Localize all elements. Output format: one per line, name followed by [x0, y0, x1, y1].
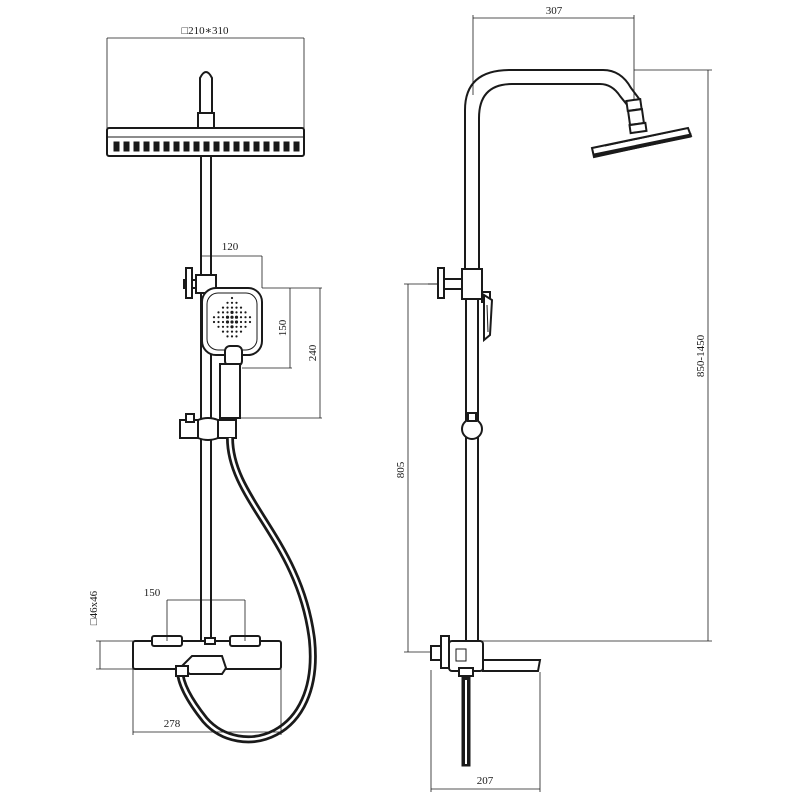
spray-nozzle — [230, 330, 234, 333]
front-view: □210∗310 — [88, 25, 322, 744]
valve-spacing-dimension: 150 — [144, 587, 246, 641]
spray-nozzle — [235, 335, 238, 338]
spray-nozzle — [221, 306, 225, 309]
riser-bar-side — [465, 298, 479, 642]
spray-nozzle — [221, 330, 225, 333]
bar-section-dimension: □46x46 — [88, 590, 133, 670]
slider-holder-front — [179, 413, 237, 441]
spray-nozzle — [221, 311, 225, 314]
base-depth-dimension: 207 — [430, 670, 541, 792]
head-size-dimension: □210∗310 — [106, 25, 305, 128]
spray-nozzle — [230, 315, 234, 319]
spray-nozzle — [230, 325, 234, 329]
spray-nozzle — [217, 320, 220, 324]
spray-nozzle — [234, 315, 239, 319]
nozzle-row — [113, 141, 300, 152]
spray-nozzle — [248, 316, 252, 319]
head-feed-pipe — [199, 71, 213, 119]
spray-nozzle — [217, 311, 220, 314]
hand-shower-front — [201, 287, 263, 419]
hand-shower-side — [483, 293, 494, 343]
spray-nozzle — [235, 301, 238, 304]
hand-width-label: 120 — [222, 241, 239, 253]
spray-nozzle — [221, 320, 225, 324]
spray-nozzle — [226, 325, 229, 328]
mixer-width-dimension: 278 — [132, 669, 282, 735]
spray-nozzle — [230, 296, 234, 300]
spray-nozzle — [244, 320, 247, 324]
spray-nozzle — [226, 306, 229, 309]
hand-length-label: 240 — [307, 344, 319, 361]
spray-nozzle — [230, 301, 234, 304]
spray-pattern — [212, 296, 252, 338]
outlet-height-label: 805 — [395, 461, 407, 478]
hand-shower-dimensions: 120 150 240 — [202, 241, 322, 419]
spray-nozzle — [235, 330, 238, 333]
side-view: 307 850-1450 — [395, 5, 712, 792]
bar-section-label: □46x46 — [88, 590, 100, 625]
riser-bar-front — [200, 155, 212, 643]
spray-nozzle — [239, 320, 243, 324]
spray-nozzle — [225, 315, 230, 319]
spray-nozzle — [244, 311, 247, 314]
arm-reach-dimension: 307 — [472, 5, 635, 115]
thermostatic-mixer-front — [132, 635, 282, 677]
height-range-label: 850-1450 — [695, 334, 707, 377]
valve-spacing-label: 150 — [144, 587, 161, 599]
spray-nozzle — [221, 325, 225, 328]
spray-nozzle — [226, 335, 229, 338]
spray-nozzle — [226, 330, 229, 333]
spray-nozzle — [212, 320, 216, 324]
spray-nozzle — [234, 320, 239, 324]
head-size-label: □210∗310 — [181, 25, 229, 37]
spray-nozzle — [230, 320, 234, 324]
spray-nozzle — [239, 325, 243, 328]
head-connector — [197, 112, 215, 129]
rain-shower-head-side — [590, 126, 693, 159]
spray-nozzle — [239, 306, 243, 309]
spray-nozzle — [239, 311, 243, 314]
spray-nozzle — [217, 316, 220, 319]
hand-head-height-label: 150 — [277, 319, 289, 336]
height-range-dimension: 850-1450 — [480, 69, 712, 642]
spray-nozzle — [226, 311, 229, 314]
thermostatic-mixer-side — [430, 635, 542, 677]
arm-reach-label: 307 — [546, 5, 563, 17]
rain-shower-head-front — [106, 127, 305, 157]
mixer-width-label: 278 — [164, 718, 181, 730]
spray-nozzle — [225, 320, 230, 324]
riser-arm-side — [464, 69, 648, 275]
spray-nozzle — [230, 306, 234, 309]
spray-nozzle — [212, 316, 216, 319]
spray-nozzle — [230, 335, 234, 338]
spray-nozzle — [217, 325, 220, 328]
spray-nozzle — [221, 316, 225, 319]
outlet-height-dimension: 805 — [395, 283, 440, 653]
spray-nozzle — [244, 316, 247, 319]
spray-nozzle — [235, 306, 238, 309]
spray-nozzle — [230, 310, 234, 314]
spray-nozzle — [239, 316, 243, 319]
slider-pin-side — [467, 412, 477, 422]
spray-nozzle — [226, 301, 229, 304]
spray-nozzle — [244, 325, 247, 328]
spray-nozzle — [235, 325, 238, 328]
spray-nozzle — [248, 320, 252, 324]
base-depth-label: 207 — [477, 775, 494, 787]
hose-front — [176, 437, 317, 744]
spray-nozzle — [235, 311, 238, 314]
spray-nozzle — [239, 330, 243, 333]
diverter-connector-side — [428, 267, 491, 303]
hose-side — [461, 675, 471, 767]
